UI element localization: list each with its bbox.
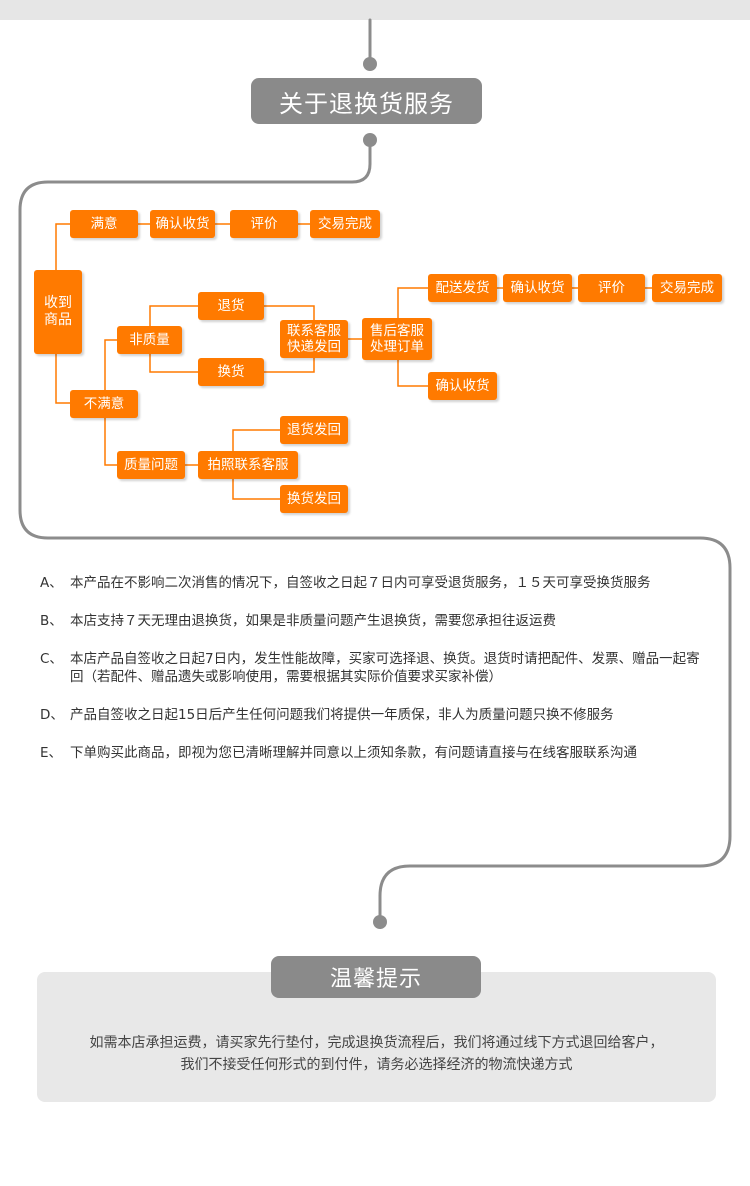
tips-line-1: 如需本店承担运费，请买家先行垫付，完成退换货流程后，我们将通过线下方式退回给客户… — [89, 1035, 664, 1051]
satisfied-confirm-receipt-box: 确认收货 — [150, 210, 215, 238]
rule-item: C、 本店产品自签收之日起7日内，发生性能故障，买家可选择退、换货。退货时请把配… — [40, 650, 710, 686]
rule-letter: E、 — [40, 745, 63, 761]
satisfied-box: 满意 — [70, 210, 138, 238]
rule-text: 本店支持７天无理由退换货，如果是非质量问题产生退换货，需要您承担往返运费 — [70, 613, 556, 629]
return-service-title: 关于退换货服务 — [251, 78, 482, 124]
rule-item: A、 本产品在不影响二次消售的情况下，自签收之日起７日内可享受退货服务，１５天可… — [40, 574, 710, 592]
non-quality-box: 非质量 — [117, 326, 182, 354]
return-box: 退货 — [198, 292, 264, 320]
satisfied-review-box: 评价 — [230, 210, 298, 238]
received-goods-box: 收到 商品 — [34, 270, 82, 354]
tips-text: 如需本店承担运费，请买家先行垫付，完成退换货流程后，我们将通过线下方式退回给客户… — [37, 1032, 716, 1076]
rule-text: 本店产品自签收之日起7日内，发生性能故障，买家可选择退、换货。退货时请把配件、发… — [70, 651, 700, 685]
rule-letter: C、 — [40, 651, 63, 667]
tips-line-2: 我们不接受任何形式的到付件，请务必选择经济的物流快递方式 — [180, 1057, 573, 1073]
rule-item: B、 本店支持７天无理由退换货，如果是非质量问题产生退换货，需要您承担往返运费 — [40, 612, 710, 630]
tips-title: 温馨提示 — [271, 956, 481, 998]
after-sales-confirm-receipt-box: 确认收货 — [503, 274, 572, 302]
after-sales-review-box: 评价 — [578, 274, 645, 302]
quality-issue-box: 质量问题 — [117, 451, 185, 479]
rule-letter: B、 — [40, 613, 63, 629]
after-sales-process-box: 售后客服 处理订单 — [362, 318, 432, 360]
rules-list: A、 本产品在不影响二次消售的情况下，自签收之日起７日内可享受退货服务，１５天可… — [40, 574, 710, 782]
ship-goods-box: 配送发货 — [428, 274, 497, 302]
return-ship-back-box: 退货发回 — [280, 416, 348, 444]
top-strip — [0, 0, 750, 20]
rule-text: 下单购买此商品，即视为您已清晰理解并同意以上须知条款，有问题请直接与在线客服联系… — [70, 745, 637, 761]
rule-item: D、 产品自签收之日起15日后产生任何问题我们将提供一年质保，非人为质量问题只换… — [40, 706, 710, 724]
photo-contact-cs-box: 拍照联系客服 — [198, 451, 298, 479]
rule-letter: A、 — [40, 575, 63, 591]
exchange-ship-back-box: 换货发回 — [280, 485, 348, 513]
rule-letter: D、 — [40, 707, 64, 723]
rule-item: E、 下单购买此商品，即视为您已清晰理解并同意以上须知条款，有问题请直接与在线客… — [40, 744, 710, 762]
after-sales-transaction-complete-box: 交易完成 — [652, 274, 722, 302]
after-sales-confirm-receipt-2-box: 确认收货 — [428, 372, 497, 400]
rule-text: 本产品在不影响二次消售的情况下，自签收之日起７日内可享受退货服务，１５天可享受换… — [70, 575, 651, 591]
unsatisfied-box: 不满意 — [70, 390, 138, 418]
satisfied-transaction-complete-box: 交易完成 — [310, 210, 380, 238]
contact-cs-ship-back-box: 联系客服 快递发回 — [280, 320, 348, 358]
exchange-box: 换货 — [198, 358, 264, 386]
rule-text: 产品自签收之日起15日后产生任何问题我们将提供一年质保，非人为质量问题只换不修服… — [70, 707, 614, 723]
